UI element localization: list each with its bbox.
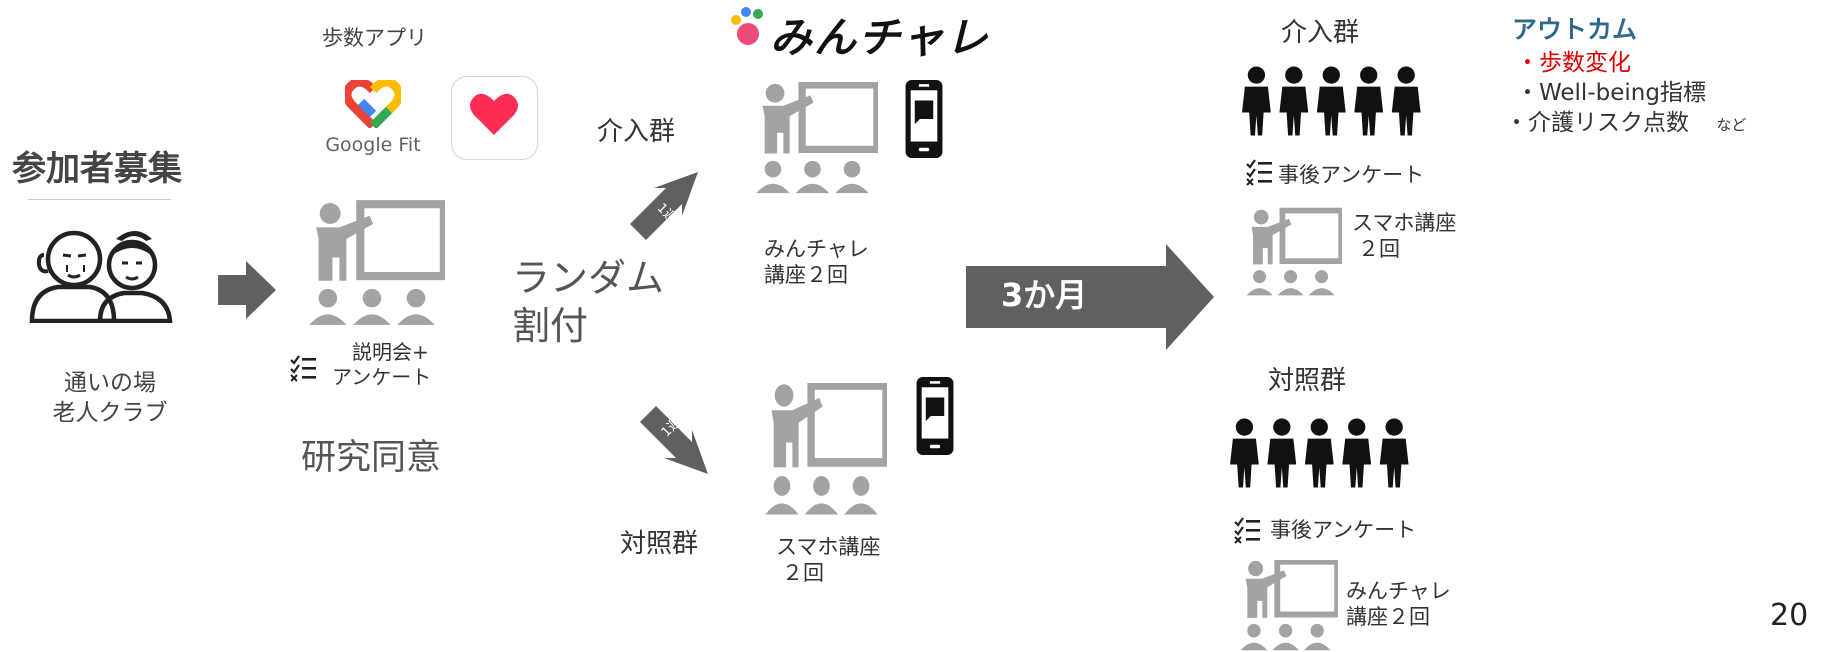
randomize-line1: ランダム — [512, 256, 665, 300]
recruit-divider — [28, 199, 171, 200]
consent-label: 研究同意 — [301, 438, 442, 478]
briefing-line2: アンケート — [332, 365, 432, 389]
post-intervention-checklist-icon — [1246, 158, 1274, 188]
post-intervention-lecture-line2: ２回 — [1358, 237, 1400, 261]
control-desc: スマホ講座 ２回 — [776, 534, 880, 586]
outcome-list: ・歩数変化 ・Well-being指標 ・介護リスク点数 など — [1505, 48, 1746, 140]
apple-health-icon — [451, 76, 538, 160]
intervention-desc: みんチャレ 講座２回 — [764, 236, 869, 288]
outcome-item-care-risk: ・介護リスク点数 など — [1505, 108, 1746, 140]
post-control-survey: 事後アンケート — [1270, 518, 1417, 542]
post-control-label: 対照群 — [1268, 366, 1347, 396]
post-intervention-lecture: スマホ講座 ２回 — [1352, 210, 1456, 262]
outcome-etc: など — [1716, 116, 1747, 134]
recruit-place-line2: 老人クラブ — [52, 400, 168, 426]
post-control-lecture-line1: みんチャレ — [1346, 579, 1451, 603]
post-intervention-lecture-line1: スマホ講座 — [1352, 211, 1457, 235]
post-control-lecture-line2: 講座２回 — [1346, 605, 1430, 629]
intervention-desc-line1: みんチャレ — [764, 237, 869, 261]
control-desc-line1: スマホ講座 — [776, 535, 881, 559]
control-lecture-icon — [757, 383, 887, 517]
step-app-label: 歩数アプリ — [322, 26, 427, 50]
brand-logo-text: みんチャレ — [770, 13, 990, 62]
elderly-couple-icon — [28, 215, 178, 323]
flow-arrow-right — [218, 261, 278, 319]
duration-label: 3か月 — [1001, 276, 1088, 314]
post-control-checklist-icon — [1234, 516, 1262, 546]
google-fit-label: Google Fit — [325, 134, 421, 156]
intervention-phone-icon — [903, 78, 945, 160]
briefing-line1: 説明会+ — [352, 340, 429, 364]
recruit-title: 参加者募集 — [12, 149, 182, 189]
intervention-lecture-icon — [748, 82, 878, 196]
minchalle-logo — [728, 6, 768, 50]
outcome-item-wellbeing: ・Well-being指標 — [1516, 80, 1706, 106]
post-intervention-survey: 事後アンケート — [1278, 163, 1425, 187]
post-control-lecture-icon — [1234, 560, 1338, 652]
outcome-item-step-change: ・歩数変化 — [1516, 50, 1631, 76]
control-label: 対照群 — [620, 529, 699, 559]
control-desc-line2: ２回 — [782, 561, 824, 585]
outcome-item-care-risk-text: ・介護リスク点数 — [1505, 110, 1689, 136]
randomize-label: ランダム 割付 — [512, 254, 664, 350]
arrow-to-intervention: 1週 — [620, 168, 710, 258]
outcome-title: アウトカム — [1512, 15, 1638, 44]
randomize-line2: 割付 — [512, 304, 589, 348]
intervention-label: 介入群 — [597, 117, 676, 147]
recruit-place-line1: 通いの場 — [64, 370, 156, 396]
duration-arrow — [966, 244, 1216, 350]
intervention-desc-line2: 講座２回 — [764, 263, 848, 287]
briefing-text: 説明会+ アンケート — [332, 340, 431, 390]
post-intervention-lecture-icon — [1240, 205, 1342, 301]
page-number: 20 — [1770, 598, 1809, 633]
briefing-lecture-icon — [300, 192, 445, 337]
google-fit-icon: Google Fit — [318, 80, 428, 156]
recruit-place: 通いの場 老人クラブ — [30, 368, 190, 428]
post-control-lecture: みんチャレ 講座２回 — [1346, 578, 1451, 630]
post-intervention-label: 介入群 — [1281, 18, 1360, 48]
checklist-icon — [290, 354, 318, 384]
control-people-icon — [1230, 418, 1410, 488]
arrow-to-control: 1週 — [630, 388, 720, 478]
control-phone-icon — [914, 375, 956, 457]
intervention-people-icon — [1242, 66, 1422, 136]
